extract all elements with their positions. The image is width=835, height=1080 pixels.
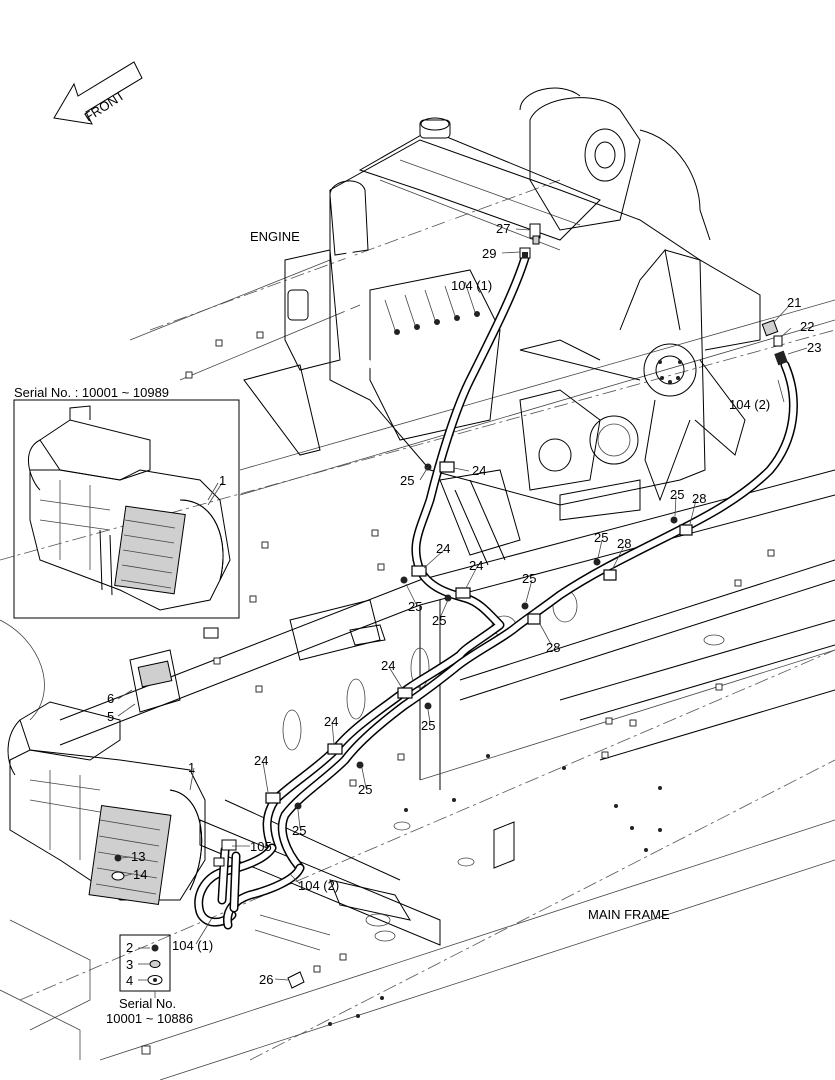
callout-24-e: 24 <box>324 714 338 729</box>
callout-25-e: 25 <box>408 599 422 614</box>
callout-28-c: 28 <box>546 640 560 655</box>
callout-5: 5 <box>107 709 114 724</box>
callout-22: 22 <box>800 319 814 334</box>
callout-104-2-right: 104 (2) <box>729 397 770 412</box>
heater-hoses <box>194 253 798 930</box>
serial-bottom-caption-1: Serial No. <box>119 996 176 1011</box>
fan <box>519 248 761 502</box>
callout-104-2-bottom: 104 (2) <box>298 878 339 893</box>
callout-25-h: 25 <box>358 782 372 797</box>
main-frame-structure <box>0 179 835 1080</box>
main-frame-label: MAIN FRAME <box>588 907 670 922</box>
callout-25-a: 25 <box>400 473 414 488</box>
inset-top: Serial No. : 10001 ~ 10989 <box>13 385 240 619</box>
serial-bottom-caption-2: 10001 ~ 10886 <box>106 1011 193 1026</box>
callout-4: 4 <box>126 973 133 988</box>
callout-25-g: 25 <box>421 718 435 733</box>
engine-label: ENGINE <box>250 229 300 244</box>
callout-1-main: 1 <box>188 760 195 775</box>
callout-13: 13 <box>131 849 145 864</box>
heater-unit-main <box>0 619 206 905</box>
callout-6: 6 <box>107 691 114 706</box>
callout-105: 105 <box>250 839 272 854</box>
callout-28-b: 28 <box>617 536 631 551</box>
callout-1-inset: 1 <box>219 473 226 488</box>
callout-3: 3 <box>126 957 133 972</box>
callout-24-b: 24 <box>436 541 450 556</box>
callout-25-f: 25 <box>432 613 446 628</box>
callout-104-1-top: 104 (1) <box>451 278 492 293</box>
callout-29: 29 <box>482 246 496 261</box>
callout-25-c: 25 <box>594 530 608 545</box>
fittings-and-clamps <box>213 223 788 989</box>
heater-unit-inset <box>27 405 231 611</box>
callout-2: 2 <box>126 940 133 955</box>
callout-26: 26 <box>259 972 273 987</box>
engine-assembly <box>284 87 761 521</box>
callout-24-c: 24 <box>469 558 483 573</box>
callout-24-d: 24 <box>381 658 395 673</box>
callout-23: 23 <box>807 340 821 355</box>
callout-25-b: 25 <box>670 487 684 502</box>
callout-28-a: 28 <box>692 491 706 506</box>
callout-24-f: 24 <box>254 753 268 768</box>
callout-21: 21 <box>787 295 801 310</box>
inset-bolts <box>119 934 171 992</box>
text-labels: ENGINE MAIN FRAME Serial No. 10001 ~ 108… <box>106 229 670 1026</box>
callout-27: 27 <box>496 221 510 236</box>
callout-104-1-bottom: 104 (1) <box>172 938 213 953</box>
front-label: FRONT <box>82 88 128 125</box>
callout-25-i: 25 <box>292 823 306 838</box>
callout-14: 14 <box>133 867 147 882</box>
callouts: 27 29 104 (1) 21 22 23 104 (2) 1 25 24 2… <box>107 221 821 988</box>
leader-lines <box>117 228 808 998</box>
serial-top-caption: Serial No. : 10001 ~ 10989 <box>14 385 169 400</box>
callout-24-a: 24 <box>472 463 486 478</box>
callout-25-d: 25 <box>522 571 536 586</box>
front-arrow: FRONT <box>53 61 143 125</box>
